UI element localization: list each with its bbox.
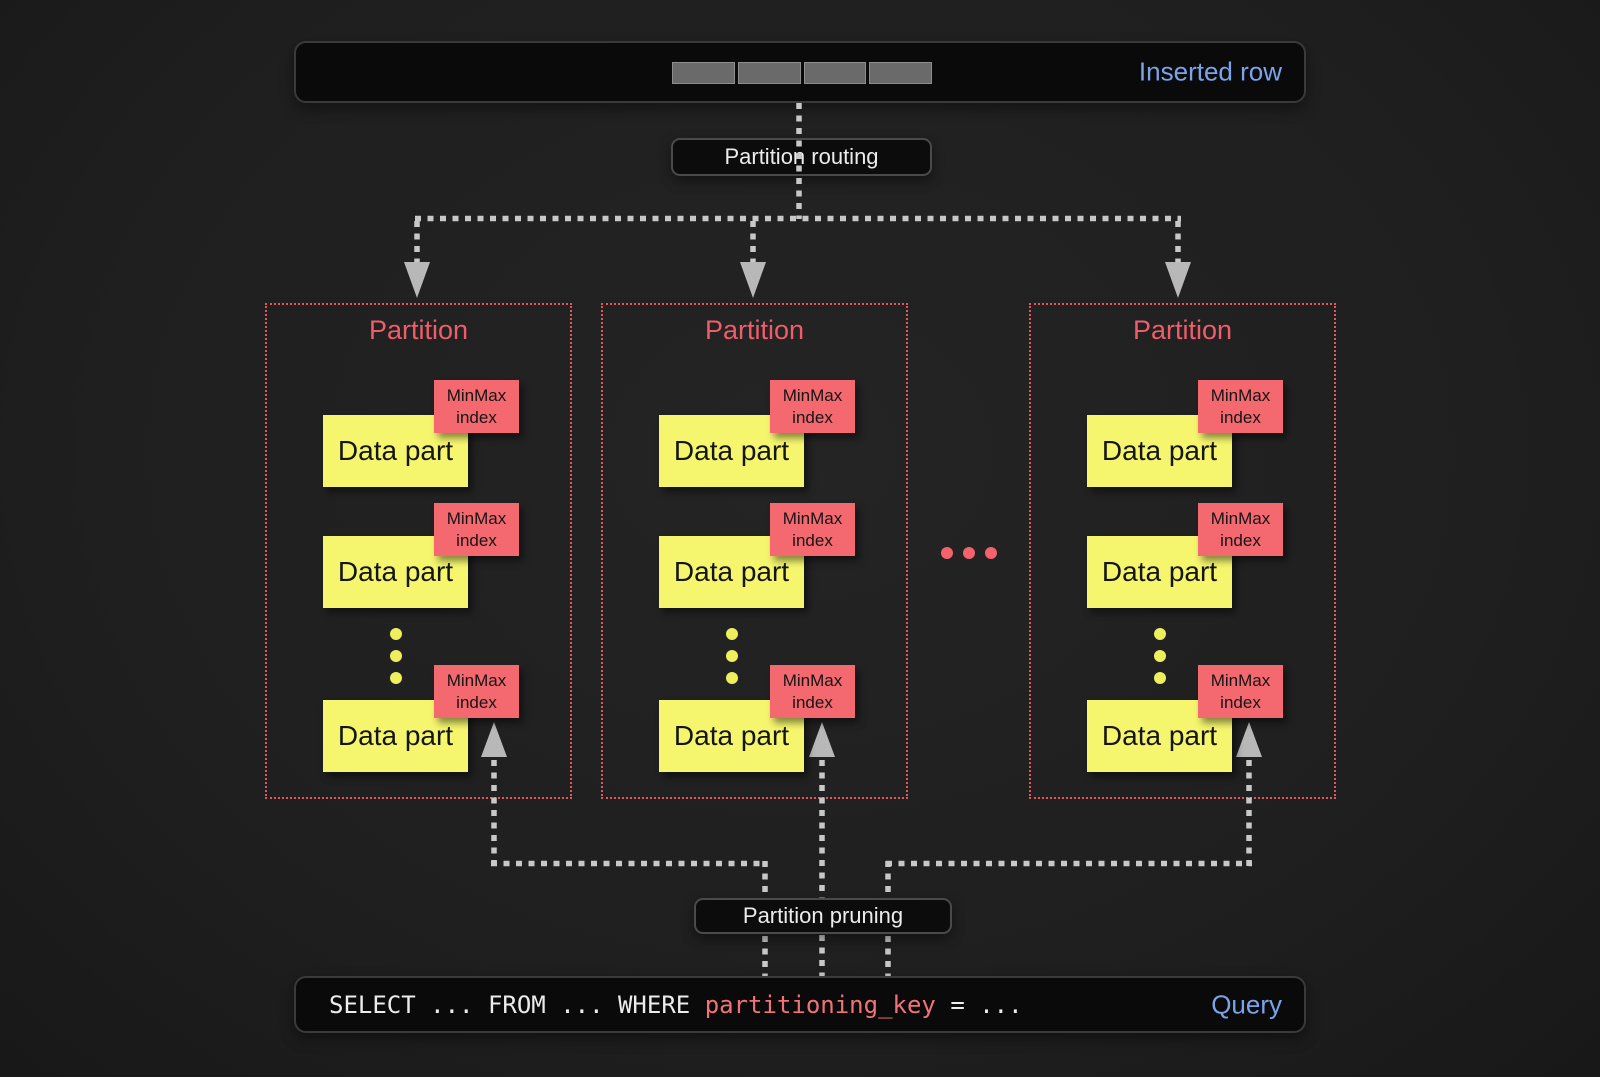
sql-before: SELECT ... FROM ... WHERE xyxy=(329,990,705,1019)
partition-title: Partition xyxy=(1132,315,1233,345)
minmax-line1: MinMax xyxy=(782,671,843,691)
minmax-line2: index xyxy=(456,692,497,712)
partition-pruning-label: Partition pruning xyxy=(694,898,952,934)
data-part-box: Data part xyxy=(1087,700,1232,772)
row-segment xyxy=(803,62,867,84)
minmax-line1: MinMax xyxy=(782,386,843,406)
minmax-line1: MinMax xyxy=(446,386,507,406)
more-parts-dots-icon xyxy=(390,628,402,694)
minmax-index-tag: MinMax index xyxy=(434,503,519,556)
partition-box-2: Partition MinMax index Data part MinMax … xyxy=(601,303,908,799)
more-partitions-ellipsis-icon xyxy=(941,547,997,559)
arrow-down-icon xyxy=(404,262,430,298)
partition-routing-label: Partition routing xyxy=(671,138,932,176)
inserted-row-caption: Inserted row xyxy=(1138,56,1282,87)
minmax-index-tag: MinMax index xyxy=(434,665,519,718)
minmax-line1: MinMax xyxy=(782,509,843,529)
minmax-line1: MinMax xyxy=(446,671,507,691)
minmax-index-tag: MinMax index xyxy=(1198,503,1283,556)
minmax-line2: index xyxy=(1220,530,1261,550)
sql-partitioning-key: partitioning_key xyxy=(704,990,936,1019)
minmax-index-tag: MinMax index xyxy=(770,380,855,433)
minmax-index-tag: MinMax index xyxy=(1198,380,1283,433)
partition-box-3: Partition MinMax index Data part MinMax … xyxy=(1029,303,1336,799)
data-part-box: Data part xyxy=(323,700,468,772)
data-part-box: Data part xyxy=(1087,536,1232,608)
partition-title: Partition xyxy=(368,315,469,345)
arrow-down-icon xyxy=(740,262,766,298)
partition-title: Partition xyxy=(704,315,805,345)
sql-after: = ... xyxy=(935,990,1023,1019)
minmax-line2: index xyxy=(792,530,833,550)
minmax-index-tag: MinMax index xyxy=(770,665,855,718)
sql-query-text: SELECT ... FROM ... WHERE partitioning_k… xyxy=(329,991,1023,1019)
minmax-line1: MinMax xyxy=(446,509,507,529)
row-segment xyxy=(672,62,735,84)
minmax-index-tag: MinMax index xyxy=(1198,665,1283,718)
minmax-line2: index xyxy=(792,692,833,712)
arrow-down-icon xyxy=(1165,262,1191,298)
query-box: SELECT ... FROM ... WHERE partitioning_k… xyxy=(294,976,1306,1033)
minmax-line1: MinMax xyxy=(1210,671,1271,691)
query-caption: Query xyxy=(1211,989,1282,1019)
minmax-line1: MinMax xyxy=(1210,509,1271,529)
minmax-line2: index xyxy=(456,530,497,550)
more-parts-dots-icon xyxy=(726,628,738,694)
minmax-index-tag: MinMax index xyxy=(770,503,855,556)
data-part-box: Data part xyxy=(323,536,468,608)
inserted-row-box: Inserted row xyxy=(294,41,1306,103)
minmax-index-tag: MinMax index xyxy=(434,380,519,433)
row-segment xyxy=(869,62,932,84)
minmax-line2: index xyxy=(1220,407,1261,427)
inserted-row-segments xyxy=(672,62,932,84)
more-parts-dots-icon xyxy=(1154,628,1166,694)
row-segment xyxy=(737,62,801,84)
partition-box-1: Partition MinMax index Data part MinMax … xyxy=(265,303,572,799)
minmax-line1: MinMax xyxy=(1210,386,1271,406)
minmax-line2: index xyxy=(1220,692,1261,712)
minmax-line2: index xyxy=(456,407,497,427)
minmax-line2: index xyxy=(792,407,833,427)
